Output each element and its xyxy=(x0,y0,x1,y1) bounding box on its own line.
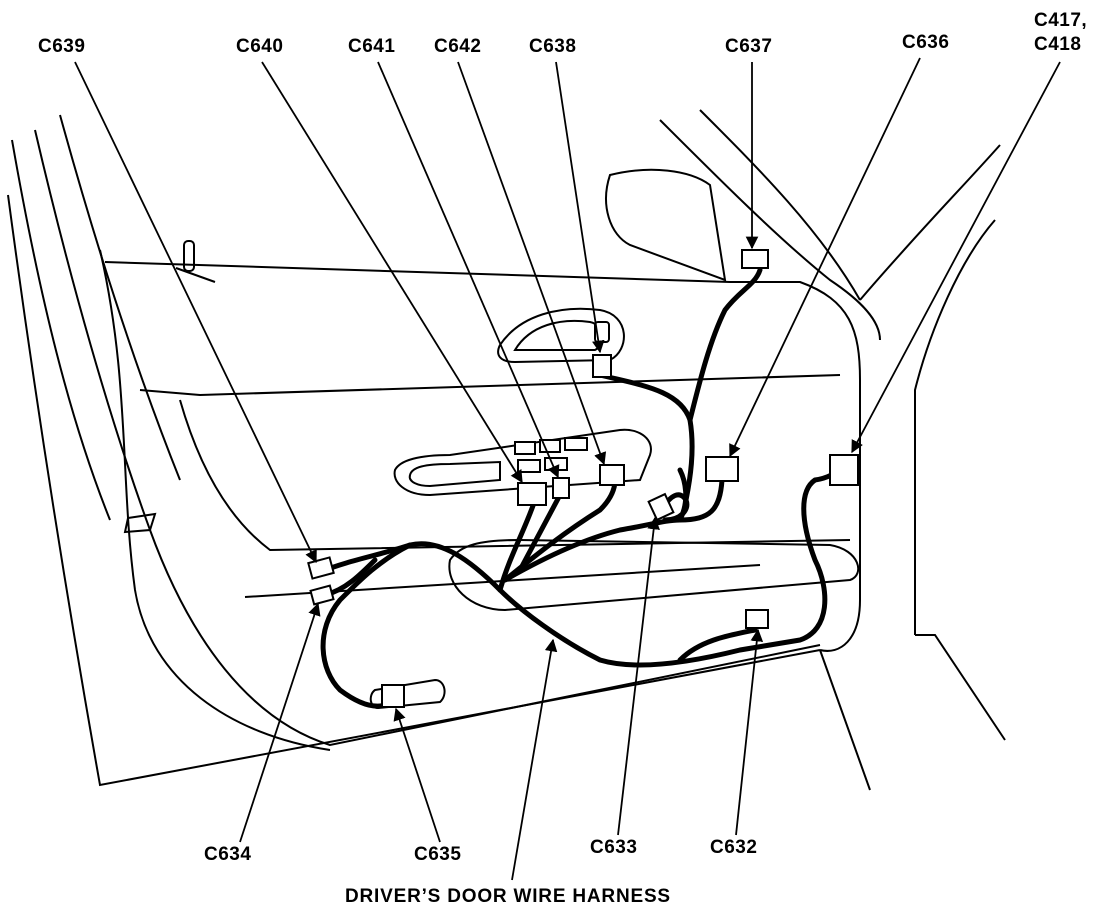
connector-c639 xyxy=(307,556,335,580)
door-outline xyxy=(7,109,1006,791)
wire-harness xyxy=(317,267,848,709)
label-c633: C633 xyxy=(590,837,638,858)
label-c638: C638 xyxy=(529,36,577,57)
connector-c641 xyxy=(552,477,570,499)
speaker-grille xyxy=(123,512,446,710)
lock-knob xyxy=(175,240,216,283)
label-c632: C632 xyxy=(710,837,758,858)
connector-c417-c418 xyxy=(829,454,859,486)
armrest xyxy=(393,428,860,612)
diagram-caption: DRIVER’S DOOR WIRE HARNESS xyxy=(345,886,671,907)
label-c640: C640 xyxy=(236,36,284,57)
connector-c634 xyxy=(309,584,335,606)
label-c641: C641 xyxy=(348,36,396,57)
connector-c640 xyxy=(517,482,547,506)
label-c418: C418 xyxy=(1034,34,1082,55)
connector-c642 xyxy=(599,464,625,486)
label-c635: C635 xyxy=(414,844,462,865)
leader-lines xyxy=(74,57,1061,881)
label-c634: C634 xyxy=(204,844,252,865)
connector-c633 xyxy=(647,492,675,522)
connector-c637 xyxy=(741,249,769,269)
label-c636: C636 xyxy=(902,32,950,53)
connector-c635 xyxy=(381,684,405,708)
label-c637: C637 xyxy=(725,36,773,57)
mirror xyxy=(605,168,727,282)
connectors xyxy=(307,249,859,708)
connector-c636 xyxy=(705,456,739,482)
connector-c632 xyxy=(745,609,769,629)
label-c417: C417, xyxy=(1034,10,1088,31)
label-c639: C639 xyxy=(38,36,86,57)
connector-c638 xyxy=(592,354,612,378)
label-c642: C642 xyxy=(434,36,482,57)
